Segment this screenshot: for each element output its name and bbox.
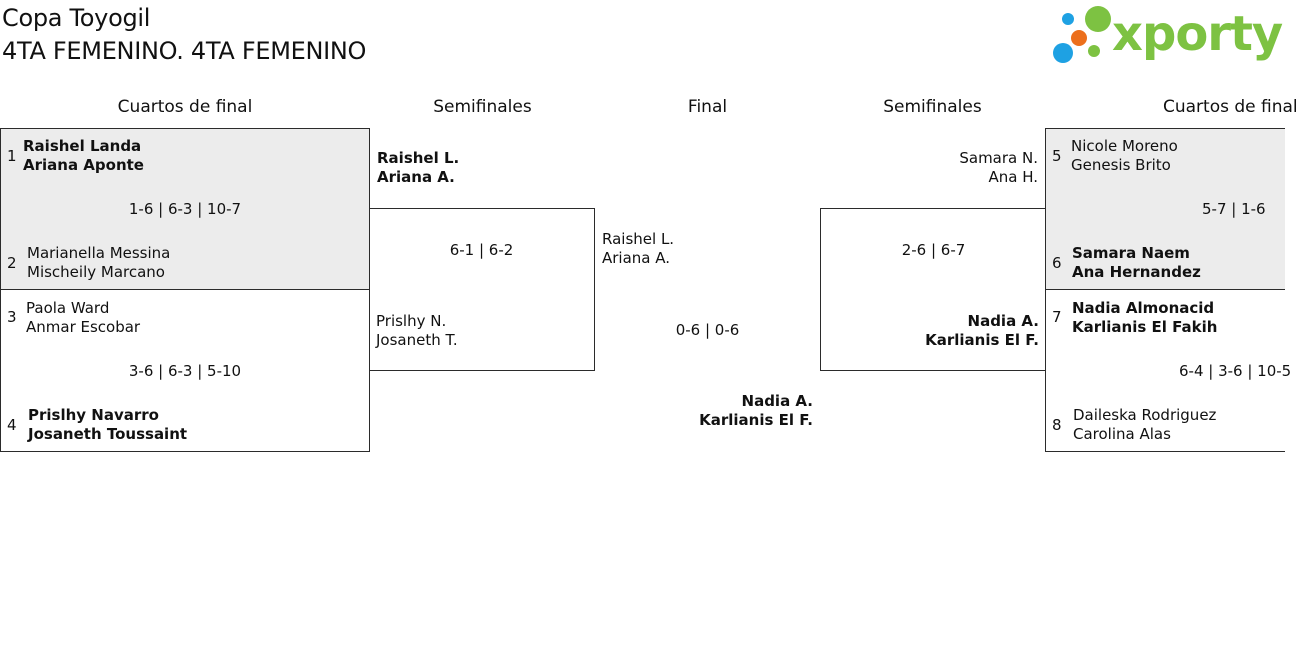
semifinal-player: Nadia A. [967,312,1039,330]
match-card-sf2[interactable]: 2-6 | 6-7 Nadia A. Karlianis El F. [820,208,1046,371]
semifinal-player: Ana H. [988,168,1038,186]
player-name: Anmar Escobar [26,318,141,336]
match-score: 6-1 | 6-2 [449,241,514,259]
semifinal-player: Josaneth T. [376,331,458,349]
player-name: Daileska Rodriguez [1073,406,1217,424]
semifinal-player: Samara N. [959,149,1038,167]
round-header-left-quarterfinals: Cuartos de final [117,97,253,117]
player-name: Raishel Landa [23,137,142,155]
match-score: 2-6 | 6-7 [901,241,966,259]
seed-number: 7 [1052,308,1062,326]
match-score: 3-6 | 6-3 | 5-10 [128,362,242,380]
round-header-final: Final [687,97,728,117]
final-score: 0-6 | 0-6 [675,321,740,339]
category-title: 4TA FEMENINO. 4TA FEMENINO [2,37,367,65]
player-name: Paola Ward [26,299,110,317]
player-name: Ana Hernandez [1072,263,1201,281]
match-score: 1-6 | 6-3 | 10-7 [128,200,242,218]
semifinal-player: Karlianis El F. [925,331,1039,349]
match-card-qf2[interactable]: 3 Paola Ward Anmar Escobar 3-6 | 6-3 | 5… [0,289,370,452]
logo-wordmark: xporty [1112,6,1283,62]
round-header-right-quarterfinals: Cuartos de final [1163,97,1298,117]
player-name: Prislhy Navarro [28,406,159,424]
match-card-qf1[interactable]: 1 Raishel Landa Ariana Aponte 1-6 | 6-3 … [0,128,370,290]
finalist-player: Raishel L. [602,230,675,248]
seed-number: 6 [1052,254,1062,272]
match-score: 5-7 | 1-6 [1202,200,1266,218]
logo-dots-icon [1053,6,1111,63]
finalist-player: Karlianis El F. [699,411,813,429]
match-card-qf4[interactable]: 7 Nadia Almonacid Karlianis El Fakih 6-4… [1045,289,1291,452]
player-name: Marianella Messina [27,244,171,262]
xporty-logo: xporty [1050,4,1283,68]
player-name: Nadia Almonacid [1072,299,1215,317]
seed-number: 3 [7,308,17,326]
player-name: Nicole Moreno [1071,137,1178,155]
match-score: 6-4 | 3-6 | 10-5 [1179,362,1292,380]
player-name: Mischeily Marcano [27,263,165,281]
player-name: Karlianis El Fakih [1072,318,1218,336]
player-name: Genesis Brito [1071,156,1171,174]
player-name: Josaneth Toussaint [28,425,188,443]
finalist-player: Ariana A. [602,249,671,267]
seed-number: 8 [1052,416,1062,434]
semifinal-player: Prislhy N. [376,312,447,330]
round-header-right-semifinals: Semifinales [883,97,982,117]
tournament-title: Copa Toyogil [2,4,151,32]
match-card-sf1[interactable]: 6-1 | 6-2 Prislhy N. Josaneth T. [369,208,595,371]
seed-number: 5 [1052,147,1062,165]
seed-number: 2 [7,254,17,272]
semifinal-player: Raishel L. [377,149,460,167]
seed-number: 4 [7,416,17,434]
seed-number: 1 [7,147,17,165]
player-name: Carolina Alas [1073,425,1171,443]
finalist-player: Nadia A. [741,392,813,410]
semifinal-player: Ariana A. [377,168,455,186]
player-name: Ariana Aponte [23,156,144,174]
player-name: Samara Naem [1072,244,1190,262]
match-card-qf3[interactable]: 5 Nicole Moreno Genesis Brito 5-7 | 1-6 … [1045,128,1285,290]
round-header-left-semifinals: Semifinales [433,97,532,117]
